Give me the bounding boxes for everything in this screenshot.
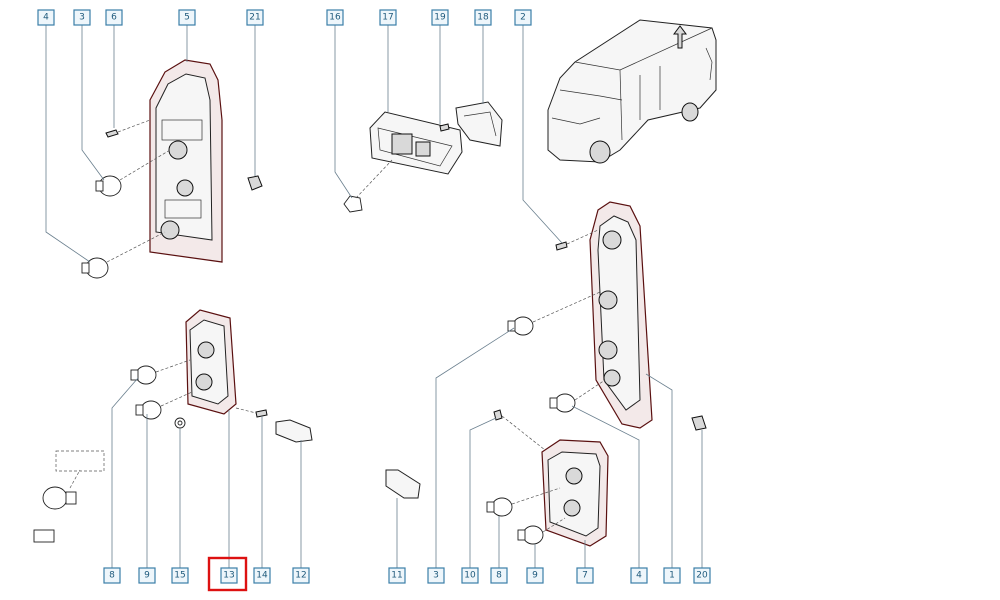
callout-11-label: 11	[391, 571, 402, 581]
callout-10[interactable]: 10	[461, 567, 479, 584]
washer-15	[174, 417, 186, 429]
callout-15-label: 15	[174, 571, 185, 581]
callout-15[interactable]: 15	[171, 567, 189, 584]
rear-lamp-1	[589, 201, 653, 429]
callout-19[interactable]: 19	[431, 9, 449, 26]
callout-12[interactable]: 12	[292, 567, 310, 584]
callout-1[interactable]: 1	[663, 567, 681, 584]
callout-6[interactable]: 6	[105, 9, 123, 26]
rear-lamp-5	[149, 59, 223, 263]
callout-8-right-label: 8	[496, 571, 502, 581]
callout-13-label: 13	[223, 571, 234, 581]
callout-5-label: 5	[184, 13, 190, 23]
callout-4-top-label: 4	[43, 13, 49, 23]
bulb-3-top	[95, 149, 171, 197]
screw-10	[493, 409, 546, 451]
callout-3-top-label: 3	[79, 13, 85, 23]
callout-16-label: 16	[329, 13, 341, 23]
callout-17-label: 17	[382, 13, 393, 23]
callout-12-label: 12	[295, 571, 306, 581]
bulb-4-top	[81, 231, 166, 279]
bulb-3-right	[507, 291, 601, 336]
callout-16[interactable]: 16	[326, 9, 344, 26]
callout-6-label: 6	[111, 13, 117, 23]
callout-9-left[interactable]: 9	[138, 567, 156, 584]
callout-19-label: 19	[434, 13, 446, 23]
callout-21[interactable]: 21	[246, 9, 264, 26]
leader-lines	[45, 25, 703, 568]
callout-13[interactable]: 13	[207, 556, 248, 592]
rear-lamp-7	[541, 439, 609, 547]
callout-14[interactable]: 14	[253, 567, 271, 584]
callout-20-label: 20	[696, 571, 708, 581]
callout-5[interactable]: 5	[178, 9, 196, 26]
callout-4-bottom[interactable]: 4	[630, 567, 648, 584]
callout-3-top[interactable]: 3	[73, 9, 91, 26]
callout-20[interactable]: 20	[693, 567, 711, 584]
callout-1-label: 1	[669, 571, 675, 581]
cover-18	[455, 101, 503, 147]
callout-14-label: 14	[256, 571, 268, 581]
callout-4-top[interactable]: 4	[37, 9, 55, 26]
callout-3-bottom-label: 3	[433, 571, 439, 581]
clip-21	[247, 175, 263, 191]
callout-2[interactable]: 2	[514, 9, 532, 26]
screw-2	[555, 229, 599, 251]
callout-18-label: 18	[477, 13, 489, 23]
gasket-11	[385, 469, 421, 499]
bulb-8-left	[130, 359, 191, 385]
callout-10-label: 10	[464, 571, 476, 581]
callout-21-label: 21	[249, 13, 260, 23]
callout-8-right[interactable]: 8	[490, 567, 508, 584]
van-illustration	[547, 19, 717, 164]
callout-9-right[interactable]: 9	[526, 567, 544, 584]
bulb-4-right	[549, 379, 606, 413]
callout-7-label: 7	[582, 571, 588, 581]
bulb-holder-group	[33, 450, 105, 543]
screw-6	[105, 119, 151, 138]
callout-2-label: 2	[520, 13, 526, 23]
callout-4-bottom-label: 4	[636, 571, 642, 581]
callout-8-left-label: 8	[109, 571, 115, 581]
bulb-8-right	[486, 487, 561, 517]
screw-19	[439, 123, 450, 132]
callout-9-left-label: 9	[144, 571, 150, 581]
callout-3-bottom[interactable]: 3	[427, 567, 445, 584]
brake-lamp-17	[369, 111, 463, 175]
rear-lamp-13	[185, 309, 237, 415]
callout-7[interactable]: 7	[576, 567, 594, 584]
bulb-9-right	[517, 517, 566, 545]
bulb-16	[343, 159, 393, 213]
gasket-12	[275, 419, 313, 443]
bulb-9-left	[135, 391, 193, 420]
callout-8-left[interactable]: 8	[103, 567, 121, 584]
callout-9-right-label: 9	[532, 571, 538, 581]
selected-callout-highlight	[207, 556, 248, 592]
callout-18[interactable]: 18	[474, 9, 492, 26]
callout-17[interactable]: 17	[379, 9, 397, 26]
clip-20	[691, 415, 707, 431]
callout-11[interactable]: 11	[388, 567, 406, 584]
screw-14	[235, 407, 268, 418]
